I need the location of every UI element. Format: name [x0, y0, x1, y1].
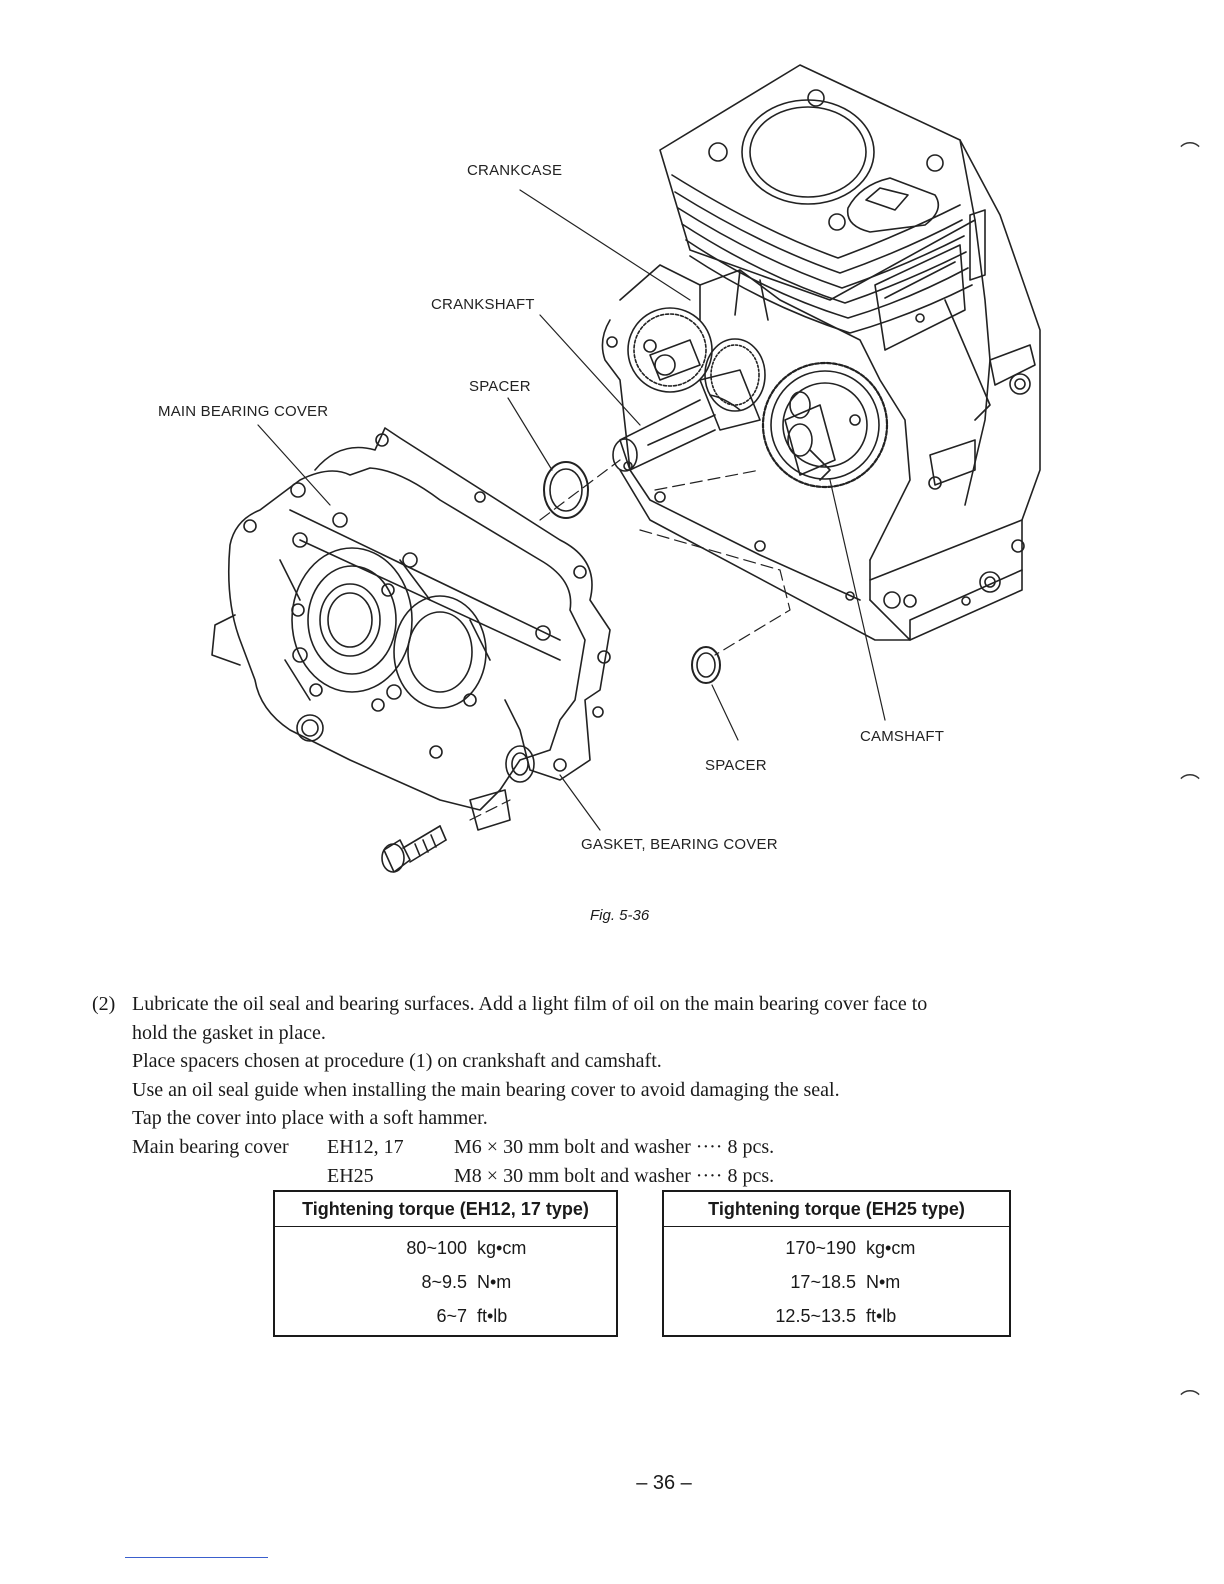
bolt-spec-row-2: EH25 M8 × 30 mm bolt and washer ···· 8 p…: [92, 1162, 1172, 1191]
label-spacer-bottom: SPACER: [705, 757, 767, 774]
instruction-line-5: Tap the cover into place with a soft ham…: [132, 1107, 488, 1130]
spec-detail: M8 × 30 mm bolt and washer ···· 8 pcs.: [454, 1164, 775, 1187]
instruction-line-4: Use an oil seal guide when installing th…: [132, 1078, 840, 1101]
bolt-drawing: [381, 825, 447, 873]
page-number: – 36 –: [636, 1472, 692, 1494]
torque-table-title: Tightening torque (EH25 type): [664, 1192, 1009, 1227]
instruction-line-3: Place spacers chosen at procedure (1) on…: [132, 1050, 662, 1073]
label-camshaft: CAMSHAFT: [860, 728, 945, 745]
spacer-bottom-drawing: [691, 646, 721, 684]
scan-mark: ⌒: [1180, 1390, 1200, 1412]
torque-table-eh12-17: Tightening torque (EH12, 17 type) 80~100…: [273, 1190, 618, 1337]
footer-rule: [125, 1557, 268, 1558]
label-gasket-bearing-cover: GASKET, BEARING COVER: [581, 836, 778, 853]
torque-table-title: Tightening torque (EH12, 17 type): [275, 1192, 616, 1227]
label-crankcase: CRANKCASE: [467, 162, 563, 179]
main-bearing-cover-drawing: [211, 467, 586, 831]
scan-mark: ⌒: [1180, 142, 1200, 164]
gasket-drawing: [314, 427, 611, 781]
engine-assembly-drawing: [211, 64, 1041, 873]
figure-caption: Fig. 5-36: [590, 907, 650, 924]
spec-detail: M6 × 30 mm bolt and washer ···· 8 pcs.: [454, 1135, 775, 1158]
instruction-text: (2)Lubricate the oil seal and bearing su…: [92, 990, 1172, 1190]
bolt-spec-row-1: Main bearing cover EH12, 17 M6 × 30 mm b…: [92, 1133, 1172, 1162]
assembly-guide-lines: [469, 459, 791, 821]
exploded-view-figure: CRANKCASE CRANKSHAFT SPACER MAIN BEARING…: [158, 64, 1041, 873]
instruction-line-1: (2)Lubricate the oil seal and bearing su…: [92, 990, 1172, 1019]
leader-lines: [257, 189, 886, 831]
spec-model: EH25: [327, 1164, 374, 1187]
label-spacer-top: SPACER: [469, 378, 531, 395]
step-number: (2): [92, 993, 116, 1015]
camshaft-drawing: [761, 361, 889, 489]
scan-mark: ⌒: [1180, 774, 1200, 796]
spec-label: Main bearing cover: [132, 1135, 289, 1158]
crankcase-drawing: [601, 64, 1041, 641]
instruction-line-2: hold the gasket in place.: [132, 1021, 326, 1044]
spec-model: EH12, 17: [327, 1135, 404, 1158]
label-crankshaft: CRANKSHAFT: [431, 296, 535, 313]
crankshaft-drawing: [612, 307, 766, 472]
label-main-bearing-cover: MAIN BEARING COVER: [158, 403, 329, 420]
spacer-top-drawing: [543, 461, 589, 519]
